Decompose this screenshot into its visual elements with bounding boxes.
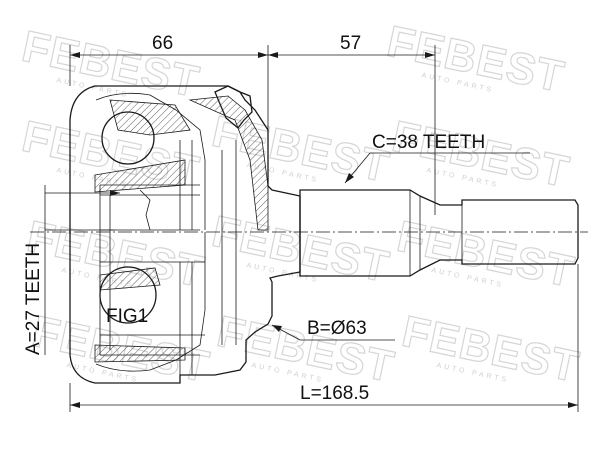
callout-b-abs: B=Ø63 [271, 318, 395, 341]
spline-outer-label: C=38 TEETH [372, 132, 485, 153]
dim-57-label: 57 [340, 33, 361, 54]
callout-a-teeth: A=27 TEETH [23, 185, 120, 355]
fig-label: FIG1 [106, 306, 148, 327]
spline-inner-label: A=27 TEETH [23, 243, 44, 355]
ball-upper [101, 111, 155, 165]
dim-length: L=168.5 [69, 264, 579, 412]
callout-c-teeth: C=38 TEETH [344, 132, 530, 184]
outer-joint-housing [69, 85, 301, 384]
dim-57: 57 [268, 33, 436, 215]
dim-66: 66 [69, 33, 269, 186]
shaft [299, 189, 579, 277]
abs-ring-label: B=Ø63 [307, 318, 367, 339]
ball-lower [99, 266, 157, 324]
dim-66-label: 66 [152, 33, 173, 54]
length-label: L=168.5 [300, 383, 369, 404]
